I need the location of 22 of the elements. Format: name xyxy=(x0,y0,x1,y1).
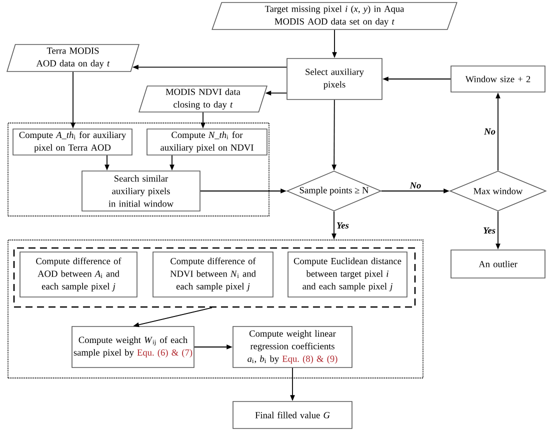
dotted-frame xyxy=(8,240,424,378)
process-box: Final filled value G xyxy=(232,401,352,429)
data-parallelogram: Target missing pixel i (x, y) in Aqua MODIS AOD data set on day t xyxy=(212,2,458,30)
edge-label: Yes xyxy=(336,222,350,230)
edge-label: No xyxy=(409,182,422,190)
data-parallelogram: MODIS NDVI data closing to day t xyxy=(138,86,268,112)
process-box: Search similar auxiliary pixels in initial window xyxy=(82,170,200,212)
process-box: Select auxiliary pixels xyxy=(286,58,382,100)
process-box: Compute weight W$_{ij}$ of each sample pixel by Equ. (6) & (7) xyxy=(72,326,194,368)
edge-label: Yes xyxy=(482,226,496,234)
process-box: Compute N_th$_{i}$ for auxiliary pixel on NDVI xyxy=(146,128,268,156)
process-box: An outlier xyxy=(450,250,546,278)
process-box: Compute Euclidean distance between target pixel i and each sample pixel j xyxy=(288,252,408,298)
process-box: Compute weight linear regression coefficients a$_{i}$, b$_{i}$ by Equ. (8) & (9) xyxy=(232,326,352,368)
process-box: Compute A_th$_{i}$ for auxiliary pixel on Terra AOD xyxy=(12,128,132,156)
dashed-frame xyxy=(13,247,416,308)
process-box: Compute difference of AOD between A$_{i}$ and each sample pixel j xyxy=(20,252,138,298)
dotted-frame xyxy=(8,122,270,216)
data-parallelogram: Terra MODIS AOD data on day t xyxy=(6,44,140,72)
process-box: Compute difference of NDVI between N$_{i}$ and each sample pixel j xyxy=(152,252,274,298)
edge-label: No xyxy=(483,128,496,136)
process-box: Window size + 2 xyxy=(450,66,546,92)
